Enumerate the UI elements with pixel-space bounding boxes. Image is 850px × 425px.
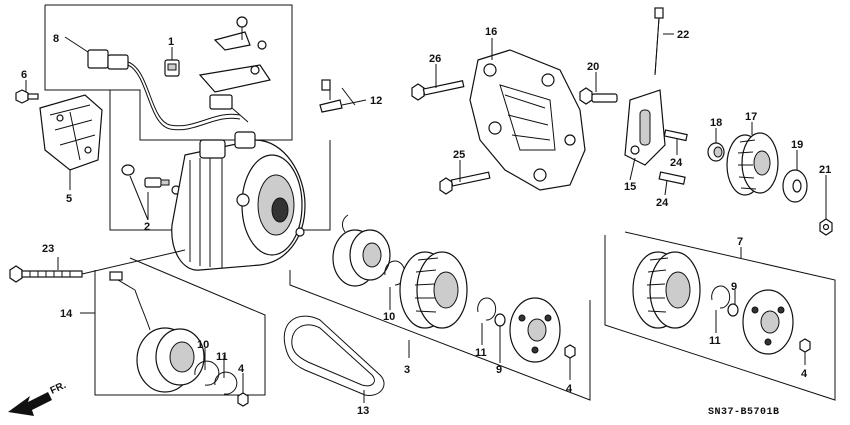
callout-3: 3 — [404, 364, 410, 376]
callout-13: 13 — [357, 405, 369, 417]
valve-part-2 — [121, 164, 181, 195]
callout-20: 20 — [587, 61, 599, 73]
snap-ring-part-11a — [477, 297, 497, 321]
group-outlines — [44, 4, 836, 401]
pulley-part-7 — [632, 251, 701, 329]
callout-9b: 9 — [731, 281, 737, 293]
nut-part-4b — [237, 392, 249, 407]
callout-26: 26 — [429, 53, 441, 65]
callout-23: 23 — [42, 243, 54, 255]
pulley-part-3 — [399, 251, 468, 329]
callout-22: 22 — [677, 29, 689, 41]
diagram-code: SN37-B5701B — [708, 407, 780, 418]
bolt-part-20 — [579, 87, 618, 105]
callout-11b: 11 — [216, 351, 228, 363]
callout-16: 16 — [485, 26, 497, 38]
callout-11c: 11 — [709, 335, 721, 347]
nut-part-4a — [564, 344, 576, 359]
stud-part-22 — [654, 7, 664, 76]
shield-part-5 — [39, 94, 103, 171]
callout-21: 21 — [819, 164, 831, 176]
callout-5: 5 — [66, 193, 72, 205]
callout-25: 25 — [453, 149, 465, 161]
callout-19: 19 — [791, 139, 803, 151]
bolt-part-23 — [9, 249, 186, 283]
callout-4c: 4 — [801, 368, 808, 380]
field-coil-part-3 — [332, 214, 391, 287]
belt-part-13 — [283, 315, 385, 396]
nut-part-4c — [799, 338, 811, 353]
callout-10b: 10 — [197, 339, 209, 351]
callout-6: 6 — [21, 69, 27, 81]
callout-1: 1 — [168, 36, 174, 48]
nut-part-21 — [819, 218, 833, 236]
callout-14: 14 — [60, 308, 73, 320]
callout-24b: 24 — [656, 197, 669, 209]
leader-lines — [25, 33, 827, 403]
callout-4b: 4 — [238, 363, 245, 375]
bolt-part-26 — [411, 80, 465, 101]
nut-part-18 — [707, 142, 725, 162]
tensioner-bracket-part-15 — [624, 89, 666, 166]
bolt-part-25 — [439, 171, 491, 195]
snap-ring-part-11b — [214, 371, 238, 395]
bracket-part-16 — [469, 49, 586, 191]
field-coil-part-14 — [109, 271, 205, 393]
front-direction-arrow: FR. — [8, 380, 68, 416]
snap-ring-part-10b — [194, 360, 220, 386]
direction-label: FR. — [49, 380, 68, 397]
callout-labels: 1 2 3 4 4 4 5 6 7 8 9 9 10 10 11 11 11 1… — [21, 26, 831, 417]
callout-7: 7 — [737, 236, 743, 248]
bolt-part-24b — [658, 171, 686, 185]
callout-15: 15 — [624, 181, 636, 193]
callout-18: 18 — [710, 117, 722, 129]
shim-part-9a — [494, 313, 506, 327]
armature-plate-part-7 — [742, 289, 794, 355]
terminal-part-12 — [319, 79, 343, 113]
callout-10a: 10 — [383, 311, 395, 323]
callout-4a: 4 — [566, 383, 573, 395]
washer-part-19 — [782, 169, 808, 203]
callout-12: 12 — [370, 95, 382, 107]
callout-24a: 24 — [670, 157, 683, 169]
bolt-part-24a — [663, 129, 688, 142]
armature-plate-part-3 — [509, 297, 561, 363]
idler-pulley-part-17 — [726, 132, 779, 196]
bolt-part-6 — [15, 89, 39, 104]
callout-8: 8 — [53, 33, 59, 45]
compressor-body — [171, 131, 306, 271]
callout-17: 17 — [745, 111, 757, 123]
shim-part-9b — [727, 303, 739, 317]
callout-2: 2 — [144, 221, 150, 233]
wire-harness-part — [87, 49, 249, 131]
callout-9a: 9 — [496, 364, 502, 376]
sensor-bracket-part — [198, 16, 271, 93]
callout-11a: 11 — [475, 347, 487, 359]
snap-ring-part-11c — [711, 285, 731, 309]
